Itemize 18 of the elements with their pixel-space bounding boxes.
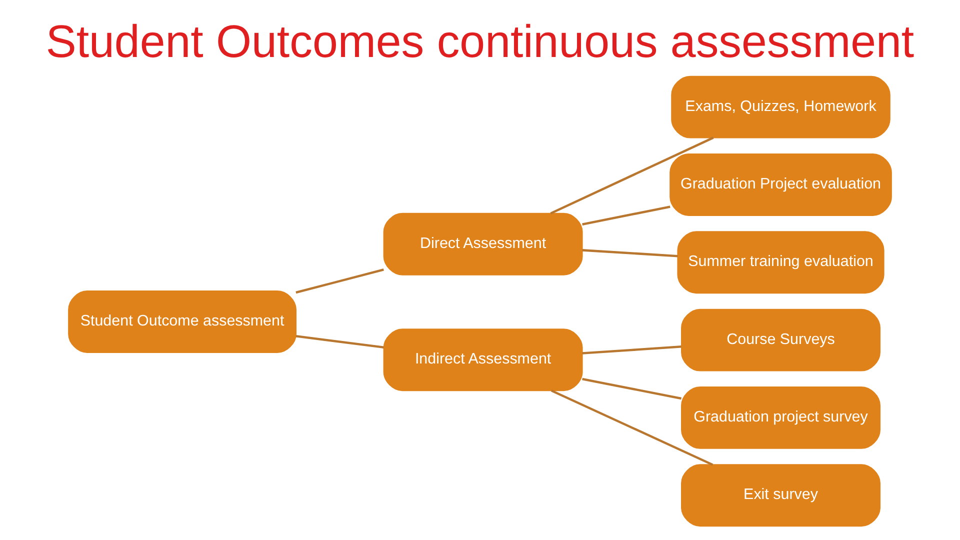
connector [296,268,384,294]
node-box: Graduation project survey [681,386,880,449]
node-box: Course Surveys [681,308,880,372]
connector [296,334,384,348]
connector [550,390,714,466]
node-box: Exams, Quizzes, Homework [671,76,890,138]
node-box: Exit survey [681,464,880,527]
diagram-title: Student Outcomes continuous assessment [46,16,914,67]
connector [582,346,682,354]
node-box: Summer training evaluation [677,231,884,294]
node-box: Graduation Project evaluation [670,154,892,216]
node-box: Direct Assessment [383,212,583,276]
node-box: Student Outcome assessment [68,290,296,353]
connector [582,249,678,258]
node-box: Indirect Assessment [383,328,583,392]
connector [582,206,670,226]
connector [550,136,714,214]
connector [582,378,682,400]
